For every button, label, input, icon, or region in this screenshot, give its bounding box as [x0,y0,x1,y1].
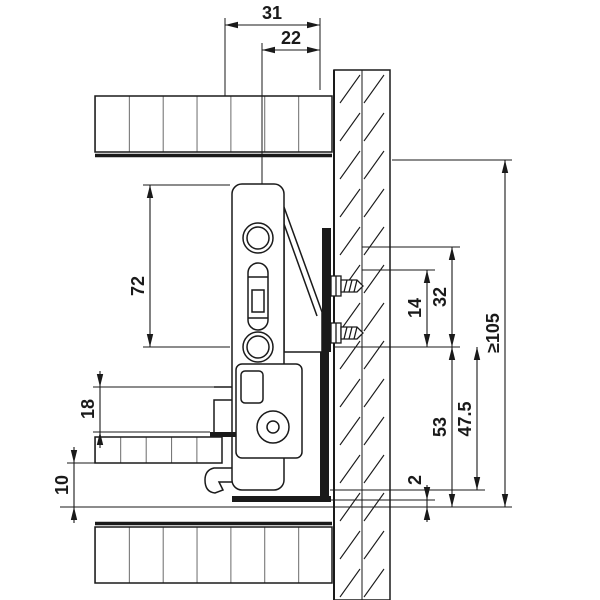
height-adjustment-slot [247,262,269,331]
panel-support-lip [210,432,236,437]
screw-lower-thread-1 [343,326,348,340]
drawer-bottom-section [94,436,223,464]
top-panel [94,95,333,158]
screw-lower-thread-3 [353,326,358,340]
roller-wheel-outer [256,410,290,444]
dim-label-72: 72 [128,276,148,296]
adjustment-slider [251,289,265,313]
cassette-latch [240,370,264,404]
lower-mounting-hole-inner [246,335,270,359]
dim-label-105: ≥105 [483,313,503,353]
screw-upper-thread-3 [353,279,358,293]
dim-label-22: 22 [281,28,301,48]
drawer-bottom-panel [94,436,223,464]
dim-label-47_5: 47.5 [455,401,475,436]
extension-lines [60,18,512,508]
rear-bracket-bar [322,228,331,352]
screw-upper [330,275,364,297]
cabinet-rail-bottom [232,496,331,502]
runner-rear-flange-inner-edge [283,223,318,317]
runner-rear-flange [283,206,323,353]
drawer-runner [204,183,331,502]
dim-label-2: 2 [405,475,425,485]
upper-mounting-hole-inner [246,226,270,250]
screw-lower-thread-2 [348,326,353,340]
screw-upper-thread-2 [348,279,353,293]
dim-label-18: 18 [78,399,98,419]
roller-wheel-axle [266,420,280,434]
dim-label-32: 32 [430,287,450,307]
front-bracket-step [213,399,232,432]
dimension-lines [70,21,509,523]
top-panel-section [94,95,333,153]
bottom-panel-section [94,526,333,584]
dim-label-53: 53 [430,417,450,437]
dim-label-31: 31 [262,3,282,23]
lower-mounting-hole-outer [242,331,274,363]
dimension-labels: 31 22 72 18 10 14 32 ≥105 53 47.5 2 [52,3,503,495]
bottom-panel [94,521,333,584]
dim-label-14: 14 [405,298,425,318]
upper-mounting-hole-outer [242,222,274,254]
cabinet-rail-vertical [320,352,329,498]
screw-lower [330,322,364,344]
dim-label-10: 10 [52,475,72,495]
front-clip-hook [204,467,232,494]
screw-upper-thread-1 [343,279,348,293]
